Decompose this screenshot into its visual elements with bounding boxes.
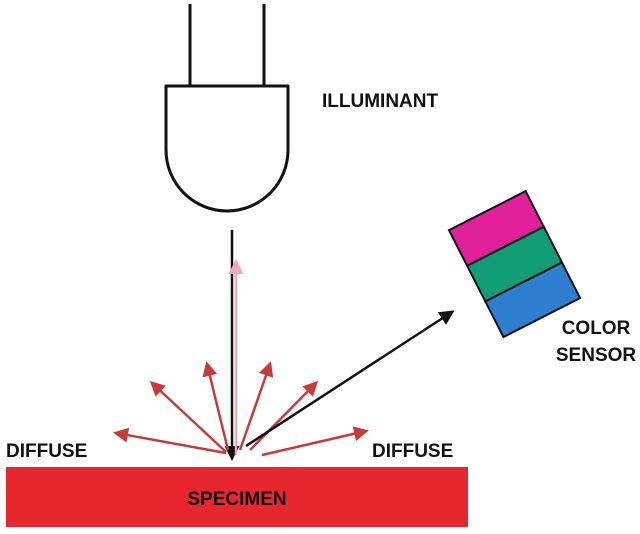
specimen-label: SPECIMEN xyxy=(187,489,286,510)
diffuse-ray-arrow xyxy=(149,380,227,453)
diffuse-rays xyxy=(113,361,369,457)
sensor-ray-arrow xyxy=(245,310,455,448)
specimen-block xyxy=(6,467,468,527)
color-sensor-icon xyxy=(447,189,582,339)
color-sensor-label-line1: COLOR xyxy=(562,318,631,339)
color-sensor-label-line2: SENSOR xyxy=(556,345,637,366)
diffuse-ray-arrow xyxy=(238,361,274,451)
diffuse-ray-arrow xyxy=(261,426,369,457)
diffuse-ray-arrow xyxy=(202,361,230,451)
illuminant-label: ILLUMINANT xyxy=(322,91,438,112)
diffuse-ray-arrow xyxy=(249,380,319,451)
diffuse-ray-arrow xyxy=(113,427,227,455)
illuminant-icon xyxy=(164,4,290,213)
diffuse-right-label: DIFFUSE xyxy=(372,441,453,462)
diffuse-left-label: DIFFUSE xyxy=(6,441,87,462)
